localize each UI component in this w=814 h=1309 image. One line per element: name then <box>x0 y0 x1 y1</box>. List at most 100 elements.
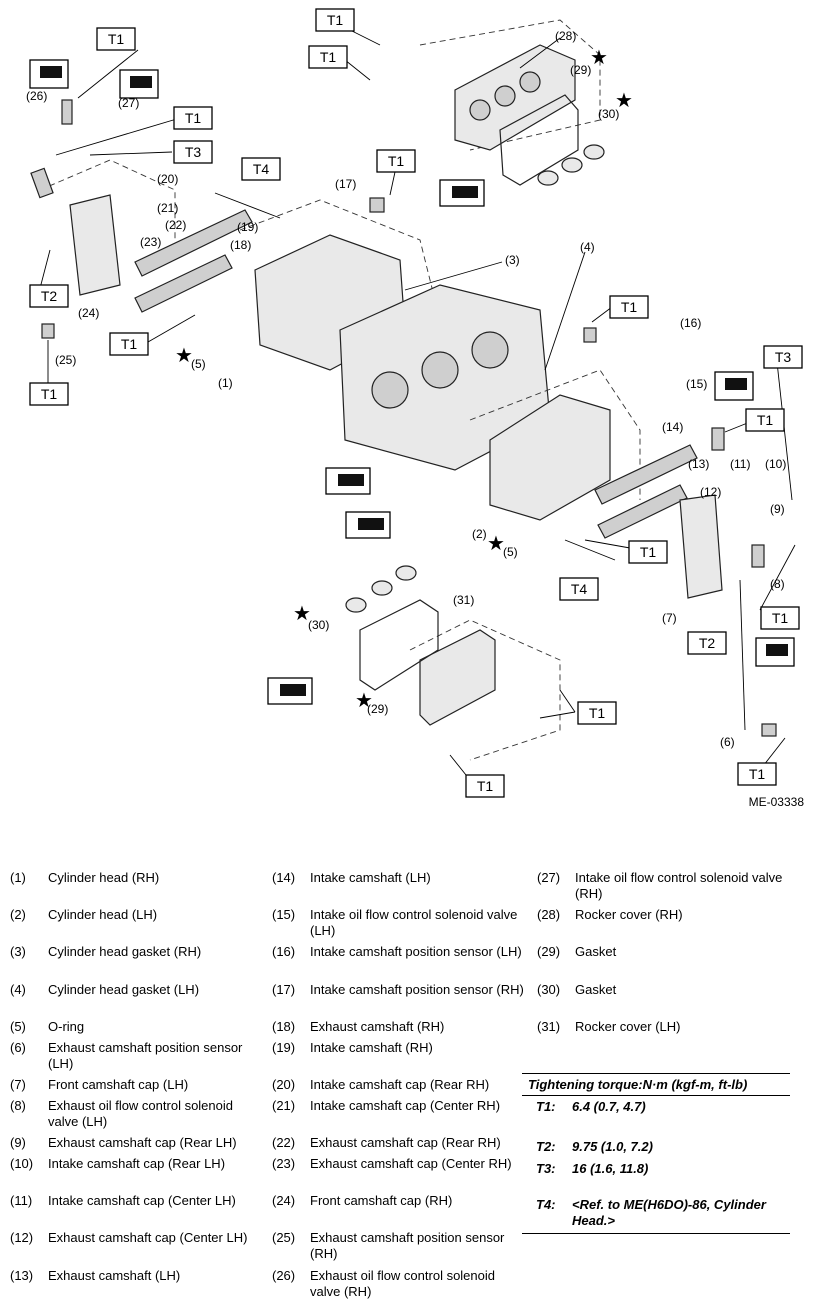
svg-text:(23): (23) <box>140 235 161 249</box>
legend-item: (27)Intake oil flow control solenoid val… <box>537 870 792 902</box>
torque-box-t4: T4 T4 <box>241 157 599 601</box>
legend-text: Cylinder head (RH) <box>48 870 160 885</box>
svg-text:(20): (20) <box>157 172 178 186</box>
svg-text:T1: T1 <box>640 544 657 560</box>
torque-box-t1: T1 T1 T1 T1 T1 T1 T1 T1 T1 T1 T1 T1 T1 T… <box>29 8 800 798</box>
oil-symbol-icon <box>29 59 795 667</box>
svg-text:(29): (29) <box>570 63 591 77</box>
svg-text:(27): (27) <box>118 96 139 110</box>
legend-text: Gasket <box>575 944 617 959</box>
legend-number: (5) <box>10 1019 26 1034</box>
svg-text:(25): (25) <box>55 353 76 367</box>
svg-text:(8): (8) <box>770 577 785 591</box>
svg-text:T3: T3 <box>185 144 202 160</box>
legend-text: Exhaust camshaft (LH) <box>48 1268 181 1283</box>
legend-item: (17) Intake camshaft position sensor (RH) <box>272 982 527 998</box>
svg-text:(5): (5) <box>503 545 518 559</box>
legend-number: (16) <box>272 944 296 959</box>
svg-text:(15): (15) <box>686 377 707 391</box>
legend-number: (29) <box>537 944 561 959</box>
svg-text:T1: T1 <box>772 610 789 626</box>
callout-labels: (1) (2) (3) (4) (5) (5) (6) (7) (8) (9) … <box>26 29 786 749</box>
svg-text:T1: T1 <box>749 766 766 782</box>
legend-text: Intake camshaft cap (Rear RH) <box>310 1077 490 1092</box>
legend-number: (26) <box>272 1268 296 1283</box>
svg-text:T4: T4 <box>253 161 270 177</box>
legend-item: (13)Exhaust camshaft (LH) <box>10 1268 265 1284</box>
legend-text: Intake camshaft position sensor (RH) <box>310 982 524 997</box>
torque-row-t4: T4:<Ref. to ME(H6DO)-86, Cylinder Head.> <box>522 1194 790 1234</box>
star-marks: ★ ★ ★ ★ ★ ★ <box>175 45 633 712</box>
rocker-cover-lh-illustration <box>345 565 561 761</box>
legend-item: (3)Cylinder head gasket (RH) <box>10 944 265 960</box>
svg-text:(2): (2) <box>472 527 487 541</box>
svg-text:T1: T1 <box>589 705 606 721</box>
legend-item: (31) Rocker cover (LH) <box>537 1019 792 1035</box>
svg-text:(22): (22) <box>165 218 186 232</box>
legend-text: Front camshaft cap (LH) <box>48 1077 189 1092</box>
legend-text: Rocker cover (RH) <box>575 907 683 922</box>
legend-text: Intake oil flow control solenoid valve (… <box>575 870 783 901</box>
legend-item: (28)Rocker cover (RH) <box>537 907 792 923</box>
torque-row-t1: T1:6.4 (0.7, 4.7) <box>536 1099 646 1114</box>
svg-text:T1: T1 <box>108 31 125 47</box>
camshafts-rh-illustration <box>134 192 281 313</box>
legend-text: Intake camshaft position sensor (LH) <box>310 944 522 959</box>
leader-lines <box>37 29 796 781</box>
legend-number: (14) <box>272 870 296 885</box>
svg-text:(12): (12) <box>700 485 721 499</box>
legend-item: (16) Intake camshaft position sensor (LH) <box>272 944 527 960</box>
legend-number: (17) <box>272 982 296 997</box>
legend-number: (18) <box>272 1019 296 1034</box>
legend-item: (22)Exhaust camshaft cap (Rear RH) <box>272 1135 527 1151</box>
solenoid-sensor-illustrations <box>30 99 777 737</box>
svg-text:T3: T3 <box>775 349 792 365</box>
legend-item: (5)O-ring <box>10 1019 265 1035</box>
svg-text:T1: T1 <box>757 412 774 428</box>
legend-item: (2)Cylinder head (LH) <box>10 907 265 923</box>
legend-number: (7) <box>10 1077 26 1092</box>
legend-item: (20) Intake camshaft cap (Rear RH) <box>272 1077 527 1093</box>
legend-text: Intake camshaft (RH) <box>310 1040 433 1055</box>
legend-text: Exhaust camshaft cap (Center LH) <box>48 1230 248 1245</box>
legend-item: (25)Exhaust camshaft position sensor (RH… <box>272 1230 527 1262</box>
legend-item: (26)Exhaust oil flow control solenoid va… <box>272 1268 527 1300</box>
svg-text:(21): (21) <box>157 201 178 215</box>
torque-header: Tightening torque:N·m (kgf-m, ft-lb) <box>522 1073 790 1096</box>
torque-row-t3: T3:16 (1.6, 11.8) <box>536 1161 649 1176</box>
legend-number: (6) <box>10 1040 26 1055</box>
legend-number: (9) <box>10 1135 26 1150</box>
legend-number: (31) <box>537 1019 561 1034</box>
svg-text:(19): (19) <box>237 220 258 234</box>
legend-item: (24)Front camshaft cap (RH) <box>272 1193 527 1209</box>
legend-item: (8)Exhaust oil flow control solenoid val… <box>10 1098 265 1130</box>
svg-text:(26): (26) <box>26 89 47 103</box>
legend-text: Exhaust camshaft (RH) <box>310 1019 445 1034</box>
svg-text:T1: T1 <box>320 49 337 65</box>
svg-text:(29): (29) <box>367 702 388 716</box>
legend-item: (18) Exhaust camshaft (RH) <box>272 1019 527 1035</box>
svg-text:(9): (9) <box>770 502 785 516</box>
legend-text: Intake camshaft (LH) <box>310 870 431 885</box>
svg-text:(31): (31) <box>453 593 474 607</box>
torque-box-t3: T3 T3 <box>173 140 803 369</box>
legend-text: Front camshaft cap (RH) <box>310 1193 453 1208</box>
legend-item: (23)Exhaust camshaft cap (Center RH) <box>272 1156 527 1172</box>
legend-item: (10)Intake camshaft cap (Rear LH) <box>10 1156 265 1172</box>
legend-number: (20) <box>272 1077 296 1092</box>
svg-text:(5): (5) <box>191 357 206 371</box>
torque-row-t2: T2:9.75 (1.0, 7.2) <box>536 1139 653 1154</box>
svg-text:(16): (16) <box>680 316 701 330</box>
legend-number: (12) <box>10 1230 34 1245</box>
svg-text:(14): (14) <box>662 420 683 434</box>
torque-box-t2: T2 T2 <box>29 284 727 655</box>
svg-text:T2: T2 <box>699 635 716 651</box>
rocker-cover-rh-illustration <box>419 19 605 186</box>
legend-text: Exhaust camshaft cap (Rear LH) <box>48 1135 237 1150</box>
engine-block-illustration <box>239 199 641 521</box>
legend-text: Rocker cover (LH) <box>575 1019 681 1034</box>
svg-text:T1: T1 <box>121 336 138 352</box>
legend-text: Intake camshaft cap (Center LH) <box>48 1193 236 1208</box>
svg-text:(3): (3) <box>505 253 520 267</box>
svg-text:★: ★ <box>487 531 505 555</box>
